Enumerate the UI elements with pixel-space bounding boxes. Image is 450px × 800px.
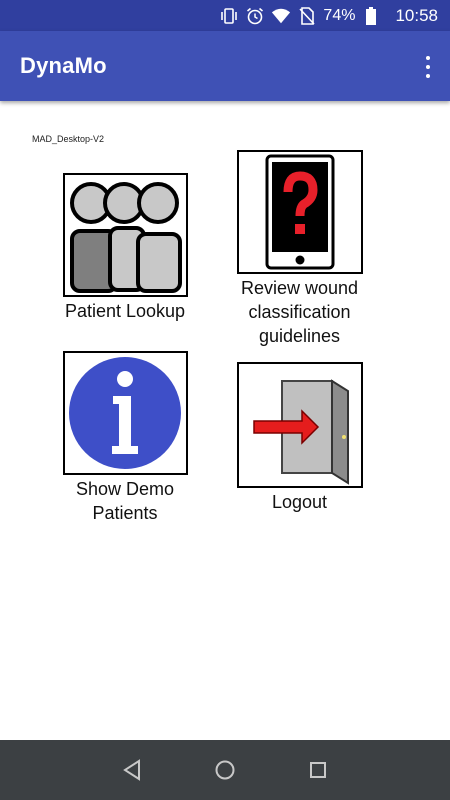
system-nav-bar [0, 740, 450, 800]
app-title: DynaMo [20, 53, 107, 78]
recents-icon[interactable] [298, 750, 338, 790]
phone-question-icon[interactable] [236, 150, 363, 274]
logout-button[interactable]: Logout [212, 362, 387, 514]
battery-percent: 74% [323, 6, 356, 24]
logout-label: Logout [271, 492, 328, 512]
version-label: MAD_Desktop-V2 [32, 134, 105, 144]
vibrate-icon [219, 6, 239, 26]
back-icon[interactable] [112, 750, 152, 790]
battery-icon [361, 6, 381, 26]
app-bar: DynaMo [0, 31, 450, 101]
review-guidelines-label: Review wound classification guidelines [241, 276, 358, 348]
review-guidelines-label-line-3: guidelines [258, 326, 341, 346]
review-guidelines-label-line-2: classification [248, 302, 351, 322]
status-bar: 74% 10:58 [0, 0, 450, 31]
show-demo-patients-label: Show Demo Patients [76, 477, 174, 525]
door-exit-icon[interactable] [236, 362, 363, 488]
patient-lookup-button[interactable]: Patient Lookup [40, 173, 210, 323]
show-demo-patients-button[interactable]: Show Demo Patients [40, 351, 210, 525]
alarm-icon [245, 6, 265, 26]
review-guidelines-button[interactable]: Review wound classification guidelines [212, 150, 387, 348]
show-demo-label-line-1: Show Demo [75, 479, 175, 499]
patients-group-icon[interactable] [62, 173, 188, 297]
status-time: 10:58 [395, 5, 438, 25]
patient-lookup-label: Patient Lookup [64, 301, 186, 321]
info-icon[interactable] [62, 351, 188, 475]
show-demo-label-line-2: Patients [92, 503, 158, 523]
wifi-icon [271, 6, 291, 26]
no-sim-icon [297, 6, 317, 26]
home-icon[interactable] [205, 750, 245, 790]
more-vert-icon[interactable] [420, 54, 436, 80]
review-guidelines-label-line-1: Review wound [240, 278, 359, 298]
